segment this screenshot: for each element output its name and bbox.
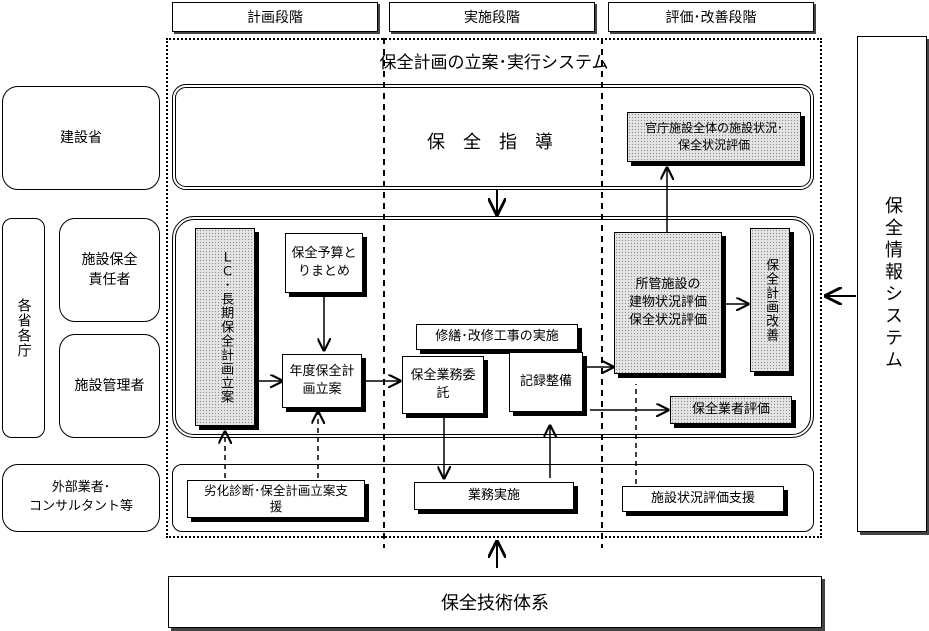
government-eval-line1: 官庁施設全体の施設状況･	[644, 121, 783, 136]
budget-line1: 保全予算と	[291, 245, 357, 261]
facility-eval-line1: 所管施設の	[635, 276, 701, 292]
label-facility-responsible-line1: 施設保全	[81, 251, 138, 268]
label-facility-responsible: 施設保全 責任者	[59, 218, 160, 322]
label-facility-responsible-line2: 責任者	[88, 272, 131, 288]
tech-system-box: 保全技術体系	[168, 576, 822, 628]
phase-implementation: 実施段階	[389, 2, 595, 32]
contractor-eval-box: 保全業者評価	[670, 396, 792, 424]
label-ministry: 建設省	[2, 86, 160, 190]
plan-improve-box: 保全計画改善	[750, 228, 790, 372]
plan-improve-label: 保全計画改善	[763, 258, 779, 342]
phase-planning: 計画段階	[172, 2, 378, 32]
info-system-box: 保全情報システム	[857, 36, 927, 532]
phase-evaluation: 評価･改善段階	[608, 2, 814, 32]
support-diagnosis-box: 劣化診断･保全計画立案支 援	[187, 480, 365, 518]
government-eval-box: 官庁施設全体の施設状況･ 保全状況評価	[627, 112, 801, 162]
label-contractors-line2: コンサルタント等	[28, 499, 133, 514]
guidance-label: 保 全 指 導	[427, 132, 553, 153]
records-box: 記録整備	[509, 352, 583, 412]
lc-longterm-plan-box: ＬＣ･長期保全計画立案	[195, 228, 255, 426]
label-contractors-line1: 外部業者･	[51, 480, 111, 496]
facility-eval-box: 所管施設の 建物状況評価 保全状況評価	[614, 232, 722, 374]
system-frame	[166, 38, 822, 538]
lc-longterm-plan-label: ＬＣ･長期保全計画立案	[218, 250, 234, 404]
eval-support-box: 施設状況評価支援	[622, 486, 784, 512]
label-facility-administrator: 施設管理者	[59, 334, 160, 438]
system-title: 保全計画の立案･実行システム	[379, 53, 609, 73]
facility-eval-line3: 保全状況評価	[628, 313, 707, 329]
budget-line2: りまとめ	[297, 264, 350, 279]
commission-line2: 託	[436, 386, 450, 401]
annual-plan-box: 年度保全計 画立案	[282, 354, 362, 408]
work-execution-box: 業務実施	[414, 482, 574, 510]
budget-box: 保全予算と りまとめ	[285, 233, 363, 293]
annual-plan-line1: 年度保全計	[289, 363, 355, 379]
facility-eval-line2: 建物状況評価	[628, 294, 707, 310]
info-system-label: 保全情報システム	[882, 196, 903, 372]
repair-box: 修繕･改修工事の実施	[416, 324, 578, 350]
support-diagnosis-line2: 援	[269, 499, 283, 514]
commission-box: 保全業務委 託	[402, 356, 484, 414]
annual-plan-line2: 画立案	[302, 382, 342, 397]
label-agencies: 各省各庁	[2, 218, 45, 438]
commission-line1: 保全業務委	[410, 367, 476, 383]
support-diagnosis-line1: 劣化診断･保全計画立案支	[204, 482, 348, 498]
label-contractors: 外部業者･ コンサルタント等	[2, 464, 160, 532]
government-eval-line2: 保全状況評価	[677, 138, 750, 152]
